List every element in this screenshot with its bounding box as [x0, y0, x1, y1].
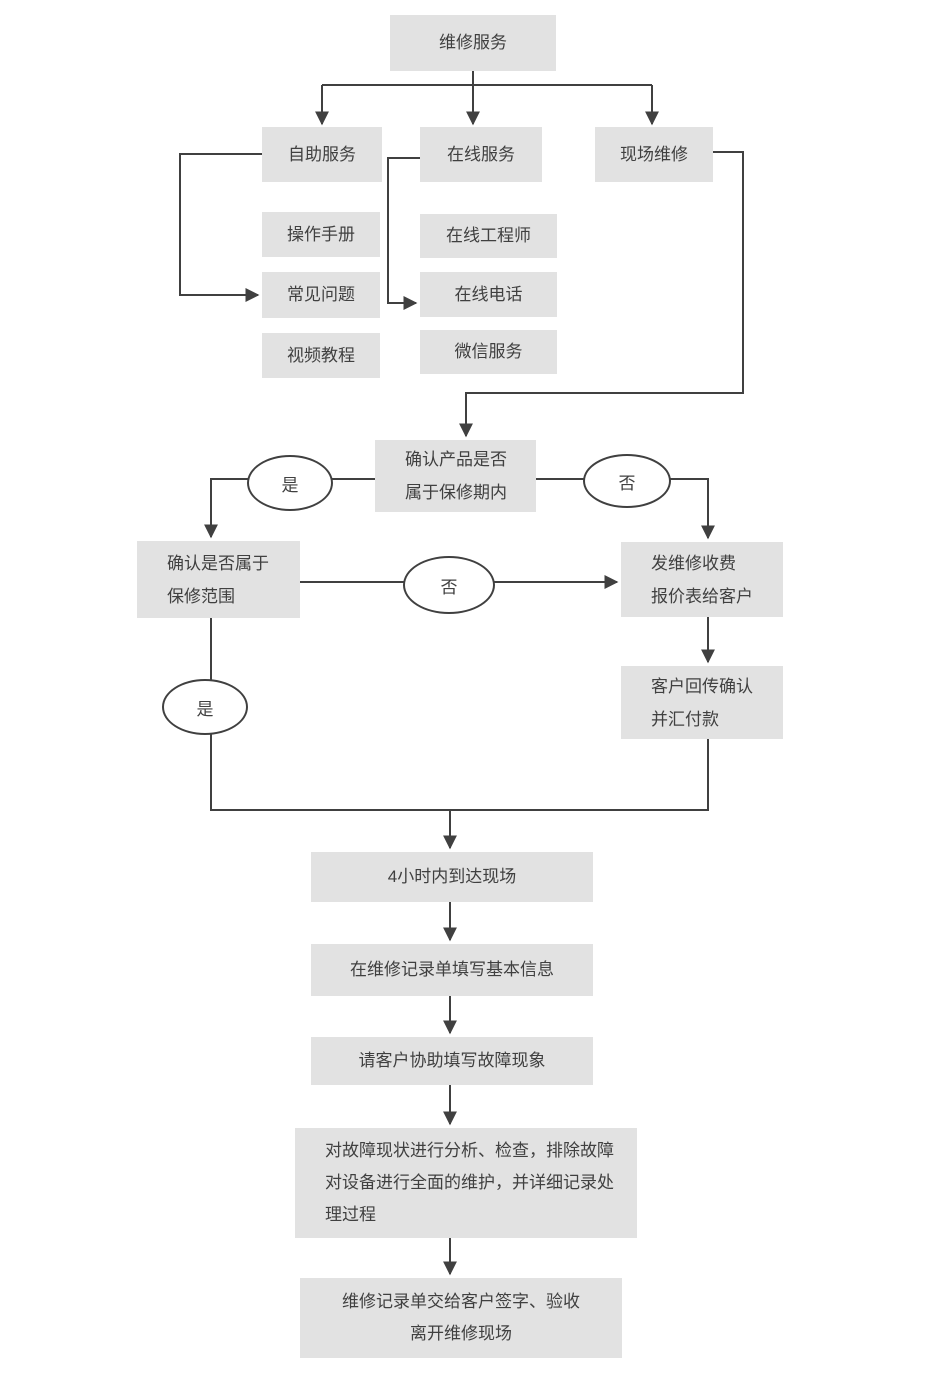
node-arrive-4h: 4小时内到达现场 — [311, 852, 593, 902]
node-label: 客户回传确认 — [651, 676, 753, 696]
node-label: 对故障现状进行分析、检查，排除故障 — [325, 1141, 614, 1160]
node-wechat-service: 微信服务 — [420, 330, 557, 374]
node-label: 保修范围 — [167, 586, 235, 606]
node-label: 维修服务 — [439, 33, 507, 52]
node-self-service: 自助服务 — [262, 127, 382, 182]
node-label: 请客户协助填写故障现象 — [358, 1051, 546, 1070]
node-label: 确认产品是否 — [405, 450, 507, 469]
node-label: 自助服务 — [288, 144, 356, 164]
node-label: 操作手册 — [287, 224, 355, 244]
decision-no-warranty-period: 否 — [583, 454, 671, 508]
node-label: 发维修收费 — [651, 553, 736, 573]
node-confirm-warranty-period: 确认产品是否 属于保修期内 — [375, 440, 536, 512]
decision-yes-warranty-period: 是 — [247, 455, 333, 511]
node-label: 微信服务 — [454, 342, 523, 361]
decision-label: 否 — [440, 577, 458, 597]
decision-label: 是 — [196, 699, 214, 719]
node-label: 维修记录单交给客户签字、验收 — [342, 1292, 580, 1311]
node-label: 在线服务 — [447, 144, 515, 164]
node-label: 报价表给客户 — [651, 586, 753, 606]
node-faq: 常见问题 — [262, 272, 380, 318]
node-online-service: 在线服务 — [420, 127, 542, 182]
node-label: 常见问题 — [287, 285, 355, 304]
node-label: 在线电话 — [454, 284, 523, 304]
node-operation-manual: 操作手册 — [262, 212, 380, 257]
node-onsite-repair: 现场维修 — [595, 127, 713, 182]
decision-yes-warranty-scope: 是 — [162, 679, 248, 735]
node-online-phone: 在线电话 — [420, 272, 557, 317]
decision-label: 否 — [618, 473, 636, 493]
node-label: 4小时内到达现场 — [387, 867, 517, 886]
edge-self-service-to-faq — [179, 153, 262, 302]
node-label: 理过程 — [325, 1205, 376, 1224]
node-label: 确认是否属于 — [167, 553, 269, 573]
node-repair-service: 维修服务 — [390, 15, 556, 71]
node-sign-and-leave: 维修记录单交给客户签字、验收 离开维修现场 — [300, 1278, 622, 1358]
node-label: 在线工程师 — [446, 226, 531, 245]
decision-label: 是 — [281, 475, 299, 495]
node-analyze-repair: 对故障现状进行分析、检查，排除故障 对设备进行全面的维护，并详细记录处 理过程 — [295, 1128, 637, 1238]
edge-onsite-to-confirm-period — [459, 151, 744, 438]
node-label: 在维修记录单填写基本信息 — [350, 960, 554, 979]
node-confirm-warranty-scope: 确认是否属于 保修范围 — [137, 541, 300, 618]
node-label: 对设备进行全面的维护，并详细记录处 — [325, 1173, 614, 1192]
node-label: 视频教程 — [287, 345, 355, 365]
node-send-quote: 发维修收费 报价表给客户 — [621, 542, 783, 617]
node-video-tutorial: 视频教程 — [262, 333, 380, 378]
node-label: 属于保修期内 — [405, 483, 507, 502]
node-online-engineer: 在线工程师 — [420, 214, 557, 258]
node-customer-confirm-payment: 客户回传确认 并汇付款 — [621, 666, 783, 739]
decision-no-warranty-scope: 否 — [403, 556, 495, 614]
node-fill-fault-description: 请客户协助填写故障现象 — [311, 1037, 593, 1085]
node-label: 离开维修现场 — [410, 1324, 512, 1343]
node-label: 现场维修 — [620, 144, 688, 164]
node-fill-basic-info: 在维修记录单填写基本信息 — [311, 944, 593, 996]
edge-online-service-to-phone — [387, 157, 420, 310]
node-label: 并汇付款 — [651, 709, 719, 729]
